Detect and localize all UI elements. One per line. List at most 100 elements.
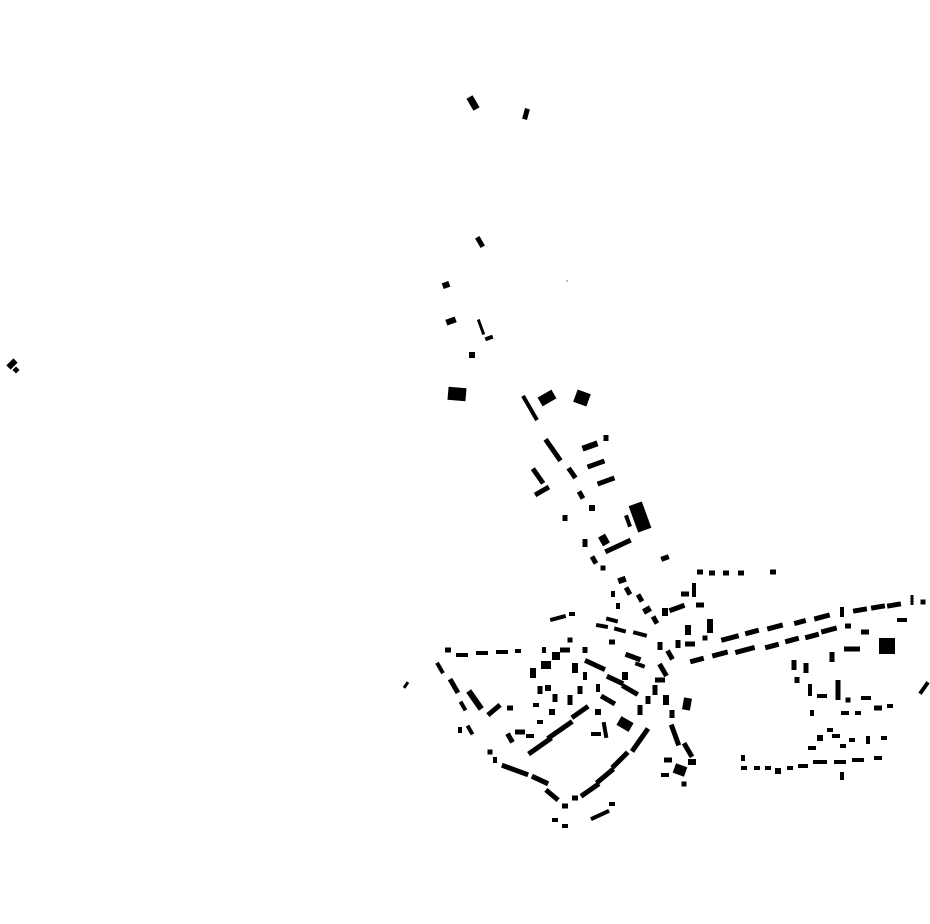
- building-footprint: [500, 762, 530, 778]
- building-footprint: [879, 638, 895, 654]
- building-footprint: [808, 746, 816, 750]
- building-footprint: [702, 635, 708, 641]
- building-footprint: [874, 756, 882, 760]
- building-footprint: [764, 641, 780, 651]
- building-footprint: [589, 505, 595, 511]
- building-footprint: [681, 781, 687, 787]
- building-footprint: [537, 720, 543, 724]
- building-footprint: [734, 644, 756, 656]
- building-footprint: [549, 709, 555, 715]
- building-footprint: [834, 760, 846, 764]
- building-footprint: [886, 601, 902, 609]
- building-footprint: [610, 750, 630, 770]
- building-footprint: [545, 685, 551, 691]
- building-footprint: [475, 235, 485, 249]
- building-footprint: [560, 647, 570, 653]
- building-footprint: [586, 458, 606, 470]
- building-footprint: [546, 719, 574, 741]
- building-footprint: [808, 684, 812, 696]
- building-footprint: [832, 734, 840, 738]
- building-footprint: [533, 703, 539, 707]
- building-footprint: [855, 711, 861, 715]
- building-footprint: [770, 569, 776, 575]
- building-footprint: [635, 593, 645, 603]
- building-footprint: [685, 641, 695, 647]
- building-footprint: [533, 484, 551, 498]
- building-footprint: [657, 662, 669, 678]
- building-footprint: [527, 735, 553, 757]
- building-footprint: [493, 757, 497, 763]
- building-footprint: [596, 684, 600, 692]
- building-footprint: [632, 630, 648, 638]
- building-footprint: [447, 386, 467, 402]
- building-footprint: [696, 602, 704, 608]
- building-footprint: [681, 741, 695, 759]
- building-footprint: [669, 710, 675, 718]
- building-footprint: [603, 435, 609, 441]
- building-footprint: [861, 629, 869, 635]
- building-footprint: [562, 803, 568, 809]
- building-footprint: [765, 766, 771, 770]
- building-footprint: [881, 736, 887, 740]
- building-footprint: [596, 475, 616, 487]
- building-footprint: [681, 591, 689, 597]
- building-footprint: [521, 394, 539, 422]
- building-footprint: [487, 749, 493, 755]
- building-footprint: [817, 694, 827, 698]
- building-footprint: [741, 766, 747, 770]
- building-footprint: [496, 650, 508, 654]
- building-footprint: [827, 728, 833, 732]
- building-footprint: [910, 595, 914, 605]
- building-footprint: [537, 389, 557, 407]
- building-footprint: [541, 661, 551, 669]
- building-footprint: [675, 640, 681, 648]
- building-footprint: [476, 651, 488, 655]
- building-footprint: [466, 95, 480, 111]
- building-footprint: [711, 649, 729, 659]
- building-footprint: [595, 622, 609, 630]
- building-footprint: [583, 658, 607, 672]
- building-footprint: [445, 316, 457, 326]
- building-footprint: [582, 539, 588, 547]
- building-footprint: [629, 727, 651, 753]
- building-footprint: [628, 501, 652, 533]
- building-footprint: [616, 603, 620, 609]
- building-footprint: [552, 694, 558, 702]
- building-footprint: [707, 619, 713, 633]
- building-footprint: [692, 583, 696, 597]
- building-footprint: [723, 570, 729, 576]
- building-footprint: [530, 773, 550, 787]
- building-footprint: [813, 760, 827, 764]
- building-footprint: [552, 652, 560, 660]
- building-footprint: [562, 824, 568, 828]
- building-footprint: [572, 795, 578, 801]
- building-footprint: [570, 704, 590, 720]
- building-footprint: [697, 569, 703, 575]
- building-footprint: [569, 612, 575, 616]
- building-footprint: [657, 642, 663, 650]
- building-footprint: [552, 818, 558, 822]
- building-footprint: [458, 700, 468, 712]
- building-footprint: [402, 681, 410, 689]
- building-footprint: [835, 680, 841, 700]
- building-footprint: [601, 721, 609, 739]
- building-footprint: [624, 651, 642, 663]
- building-footprint: [798, 764, 808, 768]
- building-footprint: [441, 280, 451, 290]
- building-footprint: [600, 565, 606, 571]
- building-footprint: [530, 467, 546, 485]
- building-footprint: [543, 437, 563, 463]
- building-footprint: [766, 622, 784, 632]
- building-footprint: [650, 615, 660, 625]
- building-footprint: [622, 672, 628, 680]
- building-footprint: [544, 787, 560, 803]
- building-footprint: [642, 605, 652, 615]
- building-footprint: [484, 334, 494, 342]
- building-footprint: [620, 683, 640, 697]
- building-footprint: [804, 631, 820, 641]
- building-footprint: [445, 647, 451, 653]
- building-footprint: [599, 693, 617, 707]
- building-footprint: [435, 661, 445, 675]
- building-footprint: [738, 570, 744, 576]
